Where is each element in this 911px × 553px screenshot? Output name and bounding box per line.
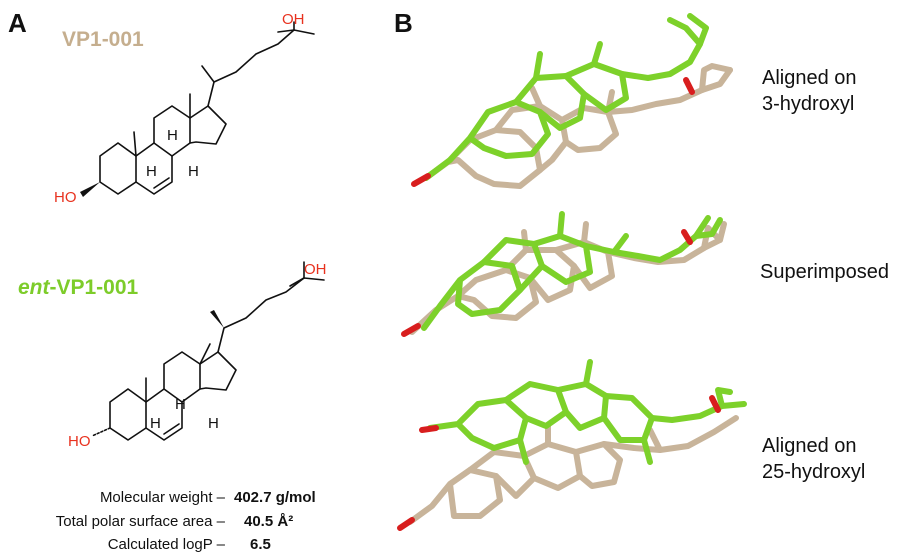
prop-value-tpsa: 40.5 Å² (244, 513, 293, 530)
green-molecule-top (423, 13, 709, 181)
ent-suffix: -VP1-001 (50, 276, 139, 299)
prop-value-logp: 6.5 (250, 536, 271, 553)
label-bottom-line2: 25-hydroxyl (762, 461, 865, 483)
vp1-001-25-oh-label: OH (282, 11, 305, 28)
vp1-001-h-label-2: H (146, 163, 157, 180)
green-molecule-bottom (427, 359, 747, 465)
vp1-001-name: VP1-001 (62, 28, 144, 51)
prop-label-mw: Molecular weight – (100, 489, 226, 506)
panel-b-letter: B (394, 8, 413, 38)
green-molecule-middle (421, 211, 723, 331)
prop-label-tpsa: Total polar surface area – (56, 513, 226, 530)
tan-molecule-bottom (407, 415, 739, 525)
overlay-aligned-25-hydroxyl (397, 359, 747, 531)
ent-vp1-001-structure (91, 261, 325, 441)
ent-vp1-001-h-label-3: H (208, 415, 219, 432)
vp1-001-h-label-3: H (188, 163, 199, 180)
vp1-001-structure (80, 21, 315, 197)
label-bottom-line1: Aligned on (762, 435, 857, 457)
ent-vp1-001-name: ent-VP1-001 (18, 276, 139, 299)
properties-list: Molecular weight – 402.7 g/mol Total pol… (56, 489, 316, 553)
ent-vp1-001-h-label-1: H (175, 396, 186, 413)
overlay-superimposed (401, 211, 727, 337)
ent-vp1-001-h-label-2: H (150, 415, 161, 432)
prop-value-mw: 402.7 g/mol (234, 489, 316, 506)
ent-vp1-001-25-oh-label: OH (304, 261, 327, 278)
ent-vp1-001-3-ho-label: HO (68, 433, 91, 450)
overlay-aligned-3-hydroxyl (411, 13, 733, 189)
ent-prefix: ent (18, 276, 51, 299)
label-top-line1: Aligned on (762, 67, 857, 89)
vp1-001-h-label-1: H (167, 127, 178, 144)
vp1-001-3-ho-label: HO (54, 189, 77, 206)
label-top-line2: 3-hydroxyl (762, 93, 854, 115)
label-middle: Superimposed (760, 261, 889, 283)
prop-label-logp: Calculated logP – (108, 536, 226, 553)
panel-a-letter: A (8, 8, 27, 38)
